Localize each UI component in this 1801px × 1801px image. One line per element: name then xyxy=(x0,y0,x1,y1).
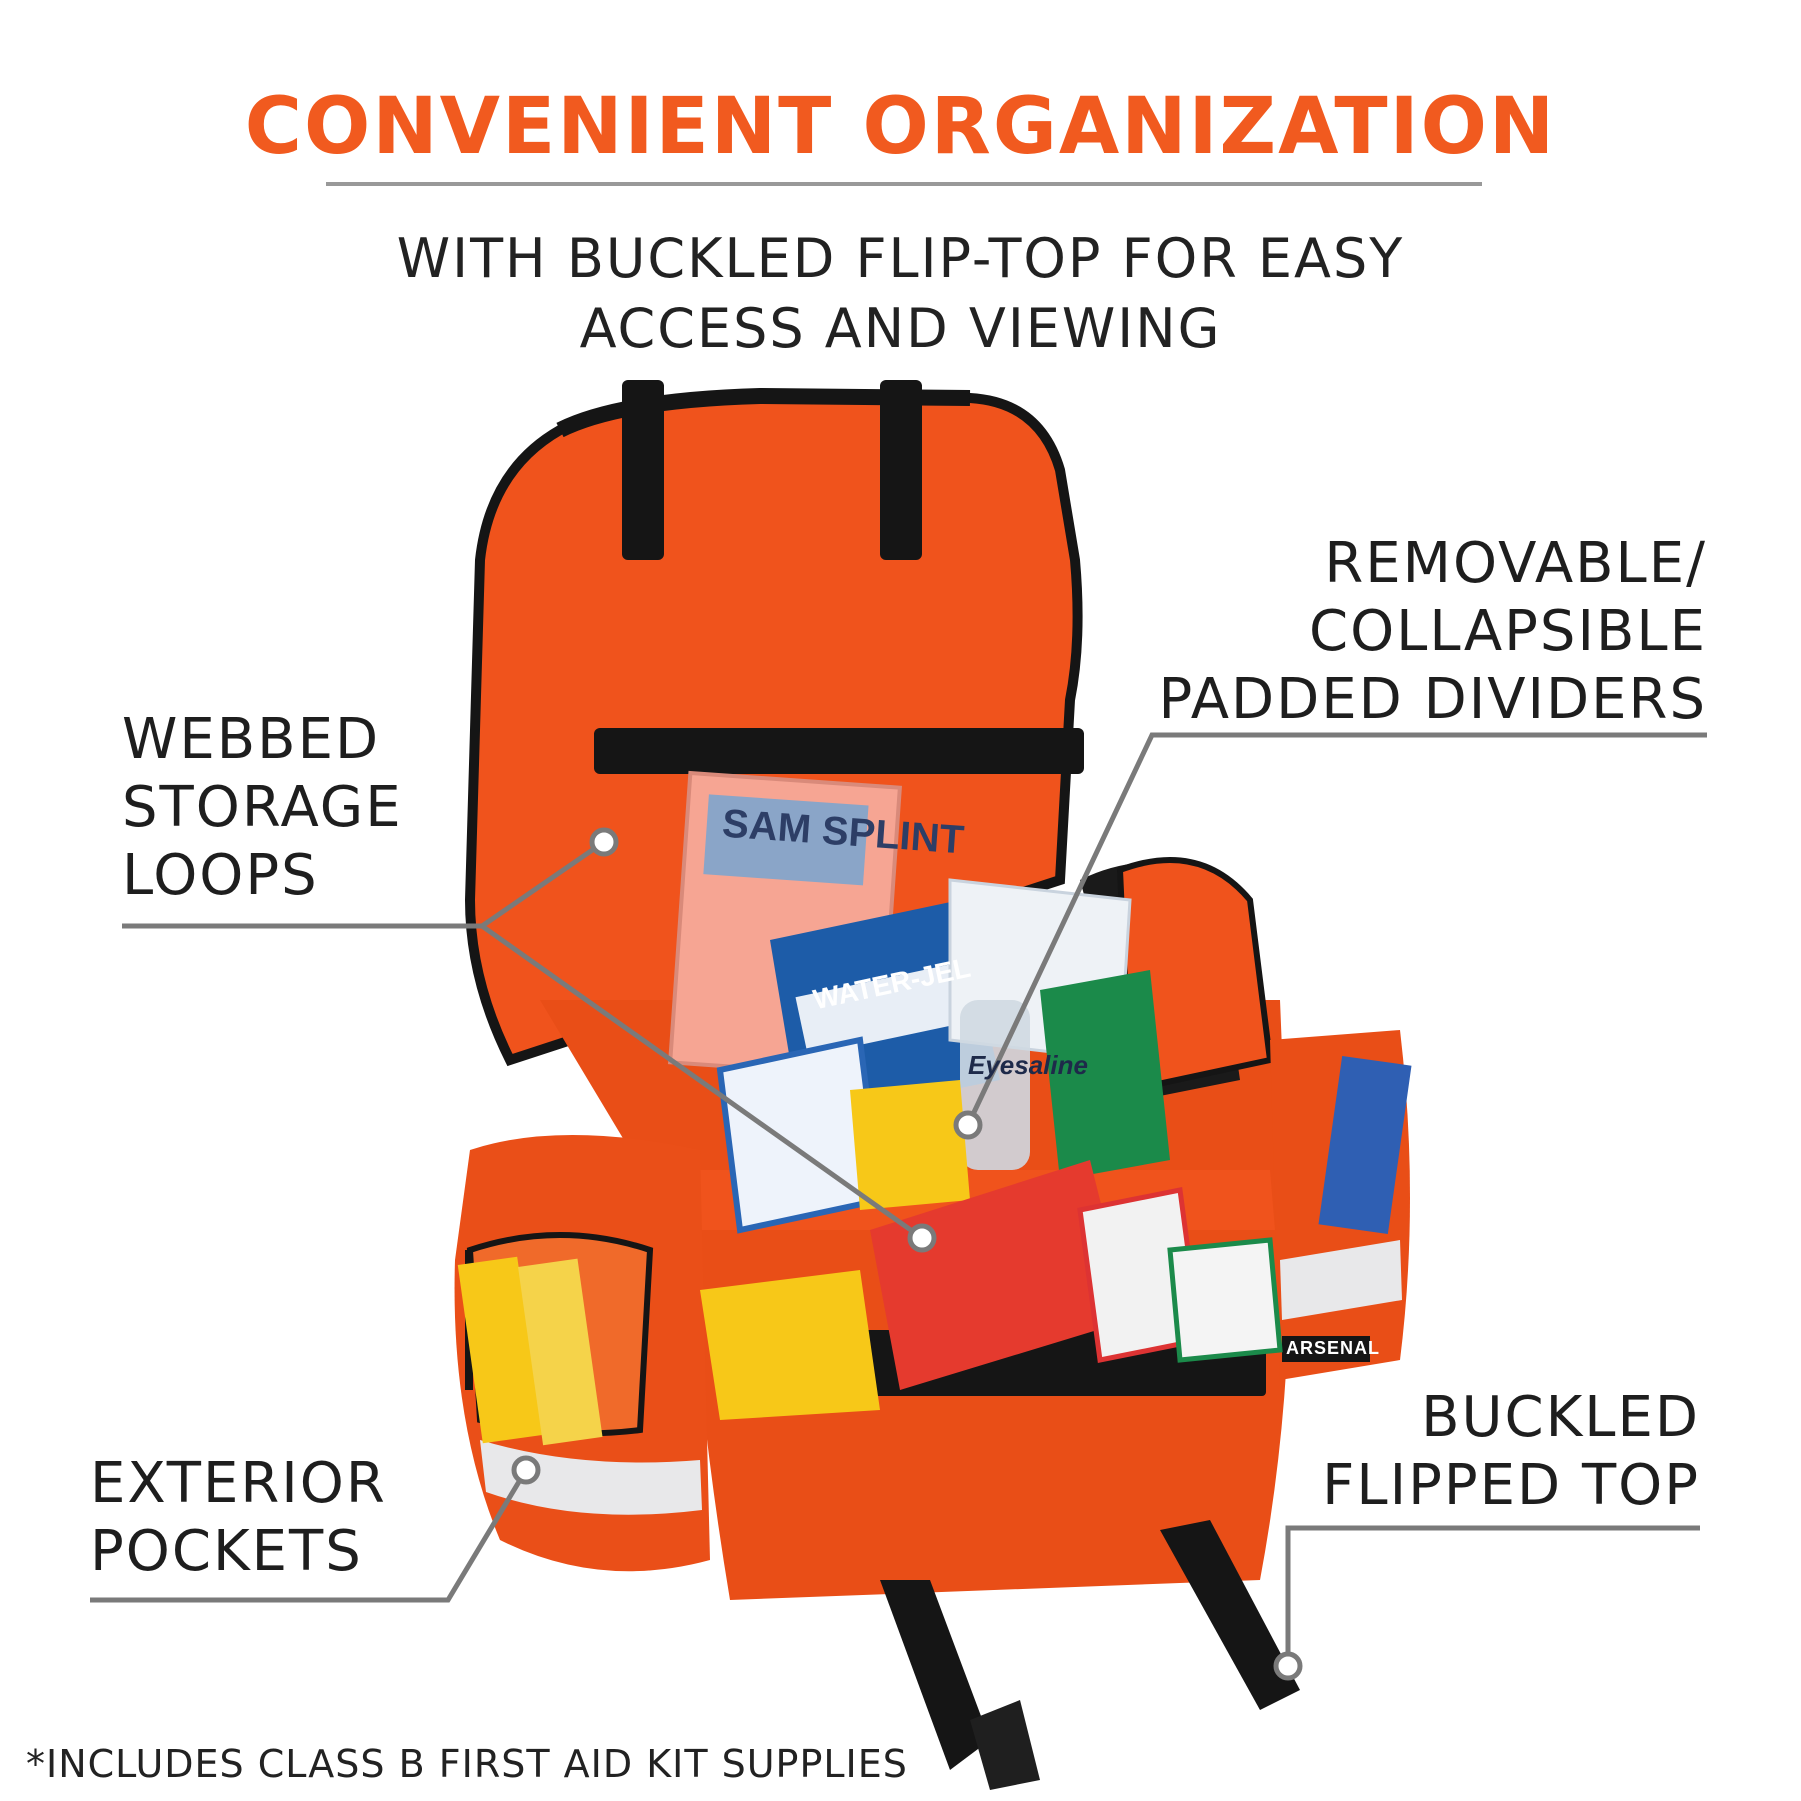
brand-label: ARSENAL xyxy=(1286,1338,1381,1358)
callout-dividers-line-2: COLLAPSIBLE xyxy=(1308,599,1707,664)
eyesaline-label: Eyesaline xyxy=(968,1050,1088,1080)
leader-buckled xyxy=(1285,1525,1700,1666)
callout-leaders xyxy=(90,732,1707,1666)
subtitle-line-1: WITH BUCKLED FLIP-TOP FOR EASY xyxy=(396,227,1405,290)
callout-webbed-storage-loops: WEBBED STORAGE LOOPS xyxy=(122,706,403,910)
callout-webbed-line-3: LOOPS xyxy=(122,843,319,908)
footnote: *INCLUDES CLASS B FIRST AID KIT SUPPLIES xyxy=(26,1742,908,1786)
callout-buckled-flipped-top: BUCKLED FLIPPED TOP xyxy=(1200,1384,1700,1520)
page-subtitle: WITH BUCKLED FLIP-TOP FOR EASY ACCESS AN… xyxy=(0,224,1801,364)
callout-exterior-line-1: EXTERIOR xyxy=(90,1451,387,1516)
marker-exterior xyxy=(511,1455,541,1485)
callout-exterior-pockets: EXTERIOR POCKETS xyxy=(90,1450,387,1586)
callout-buckled-line-2: FLIPPED TOP xyxy=(1322,1453,1700,1518)
marker-buckled xyxy=(1273,1651,1303,1681)
leader-dividers xyxy=(965,732,1707,1127)
page-title: CONVENIENT ORGANIZATION xyxy=(244,82,1557,172)
callout-padded-dividers: REMOVABLE/ COLLAPSIBLE PADDED DIVIDERS xyxy=(1100,530,1707,734)
subtitle-line-2: ACCESS AND VIEWING xyxy=(579,297,1222,360)
marker-dividers xyxy=(953,1110,983,1140)
title-divider xyxy=(326,182,1482,186)
leader-exterior xyxy=(90,1468,529,1603)
marker-webbed xyxy=(589,827,619,857)
marker-webbed-2 xyxy=(907,1223,937,1253)
callout-dividers-line-1: REMOVABLE/ xyxy=(1324,531,1707,596)
callout-dividers-line-3: PADDED DIVIDERS xyxy=(1158,667,1707,732)
callout-webbed-line-1: WEBBED xyxy=(122,707,381,772)
callout-webbed-line-2: STORAGE xyxy=(122,775,403,840)
callout-markers xyxy=(511,827,1303,1681)
leader-webbed-2 xyxy=(480,923,924,1241)
buckle-straps xyxy=(880,1520,1300,1790)
callout-exterior-line-2: POCKETS xyxy=(90,1519,363,1584)
bag-lid xyxy=(464,380,1084,1067)
callout-buckled-line-1: BUCKLED xyxy=(1421,1385,1700,1450)
